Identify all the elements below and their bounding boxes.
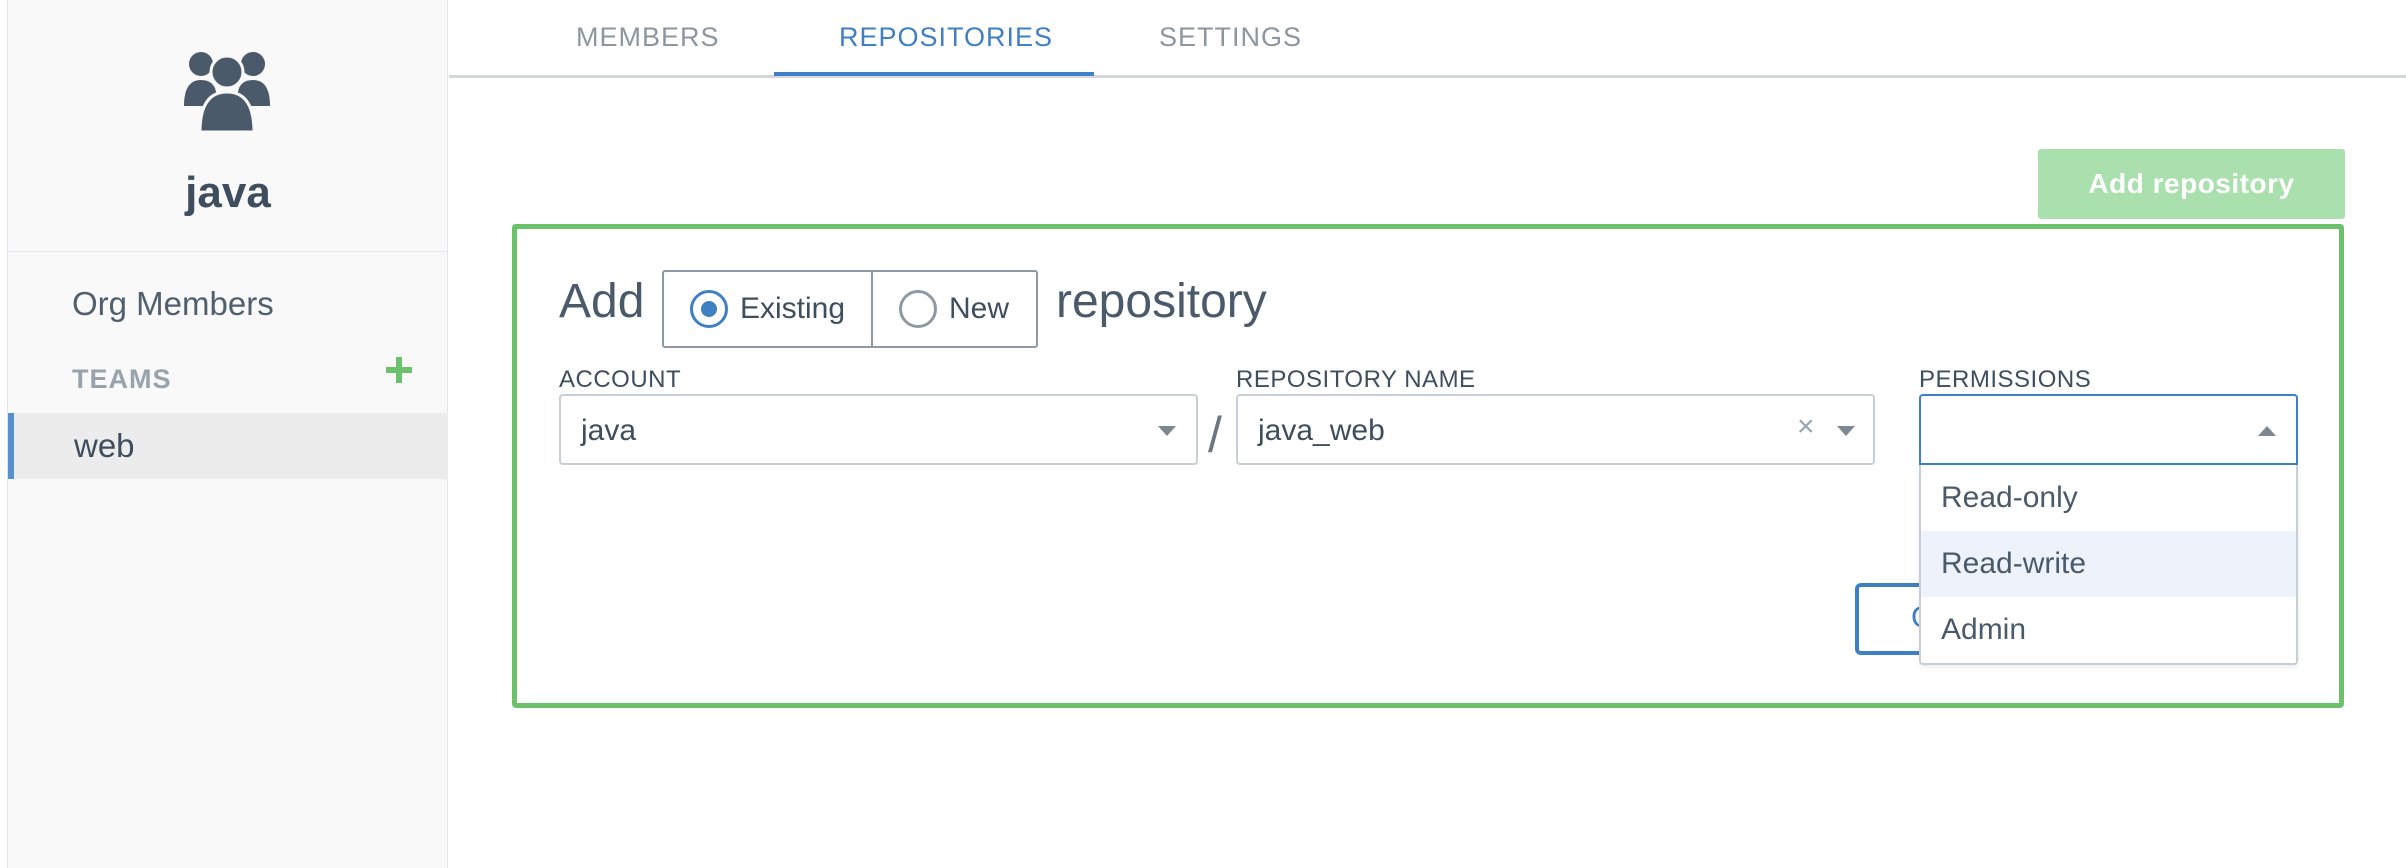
org-header: java (8, 0, 448, 252)
path-separator: / (1208, 407, 1222, 463)
sidebar: java Org Members TEAMS web (8, 0, 448, 868)
repository-name-label: REPOSITORY NAME (1236, 366, 1476, 393)
permissions-dropdown-menu: Read-only Read-write Admin (1919, 465, 2298, 665)
permission-option-read-only[interactable]: Read-only (1941, 481, 2078, 514)
left-edge-strip (0, 0, 8, 868)
form-title-suffix: repository (1056, 275, 1267, 328)
chevron-up-icon[interactable] (2258, 426, 2276, 436)
team-label: web (74, 427, 135, 464)
sidebar-item-org-members[interactable]: Org Members (72, 285, 274, 322)
close-icon[interactable]: × (1797, 410, 1815, 443)
users-icon (184, 52, 270, 132)
permission-option-admin[interactable]: Admin (1941, 613, 2027, 646)
existing-label: Existing (740, 292, 846, 325)
new-option[interactable]: New (873, 272, 1038, 346)
existing-option[interactable]: Existing (664, 272, 871, 346)
chevron-down-icon[interactable] (1837, 426, 1855, 436)
active-tab-indicator (774, 72, 1094, 76)
chevron-down-icon[interactable] (1158, 426, 1176, 436)
form-title-prefix: Add (559, 275, 645, 328)
permission-option-read-write[interactable]: Read-write (1921, 531, 2296, 597)
account-value: java (581, 414, 637, 447)
new-radio[interactable] (899, 290, 937, 328)
permissions-select[interactable] (1919, 394, 2298, 465)
teams-heading: TEAMS (72, 364, 172, 394)
add-repository-button[interactable]: Add repository (2038, 149, 2345, 219)
add-team-plus-icon[interactable] (384, 355, 414, 385)
new-label: New (949, 292, 1010, 325)
account-select[interactable]: java (559, 394, 1198, 465)
tab-members[interactable]: MEMBERS (576, 22, 720, 52)
tab-settings[interactable]: SETTINGS (1159, 22, 1303, 52)
repository-mode-toggle: Existing New (662, 270, 1038, 348)
tab-repositories[interactable]: REPOSITORIES (839, 22, 1054, 52)
existing-radio[interactable] (690, 290, 728, 328)
repository-name-value: java_web (1258, 414, 1385, 447)
sidebar-item-team-web[interactable]: web (8, 413, 448, 479)
tab-bar: MEMBERS REPOSITORIES SETTINGS (449, 0, 2406, 78)
account-label: ACCOUNT (559, 366, 682, 393)
org-name: java (185, 168, 271, 217)
toggle-divider (871, 272, 873, 346)
permissions-label: PERMISSIONS (1919, 366, 2092, 393)
repository-name-select[interactable]: java_web × (1236, 394, 1875, 465)
